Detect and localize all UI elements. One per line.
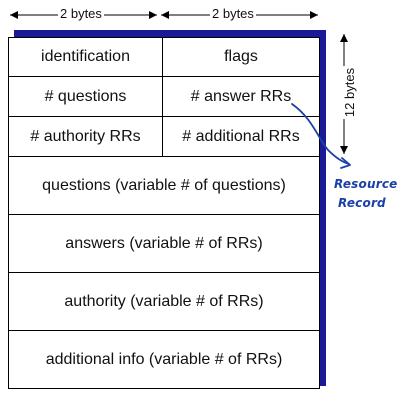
dns-message-format-table: identification flags # questions # answe… bbox=[8, 37, 320, 389]
side-arrowhead-top bbox=[340, 34, 348, 42]
identification-field: identification bbox=[41, 48, 130, 65]
right-arrowhead-start bbox=[161, 11, 169, 19]
side-arrowhead-bottom bbox=[340, 146, 348, 154]
left-arrowhead-start bbox=[10, 11, 18, 19]
annotation-line-2: Record bbox=[338, 196, 386, 210]
questions-count-field: # questions bbox=[44, 87, 127, 105]
flags-field: flags bbox=[224, 48, 258, 65]
questions-section: questions (variable # of questions) bbox=[42, 176, 286, 194]
left-arrowhead-end bbox=[149, 11, 157, 19]
additional-rrs-field: # additional RRs bbox=[182, 127, 300, 145]
left-bytes-label: 2 bytes bbox=[58, 6, 104, 21]
authority-section: authority (variable # of RRs) bbox=[64, 292, 264, 310]
additional-info-section: additional info (variable # of RRs) bbox=[45, 350, 283, 368]
authority-rrs-field: # authority RRs bbox=[30, 127, 141, 145]
answer-rrs-field: # answer RRs bbox=[190, 87, 292, 105]
annotation-line-1: Resource bbox=[334, 177, 398, 191]
side-bytes-label: 12 bytes bbox=[342, 65, 358, 120]
answers-section: answers (variable # of RRs) bbox=[65, 234, 263, 252]
right-bytes-label: 2 bytes bbox=[210, 6, 256, 21]
right-arrowhead-end bbox=[310, 11, 318, 19]
